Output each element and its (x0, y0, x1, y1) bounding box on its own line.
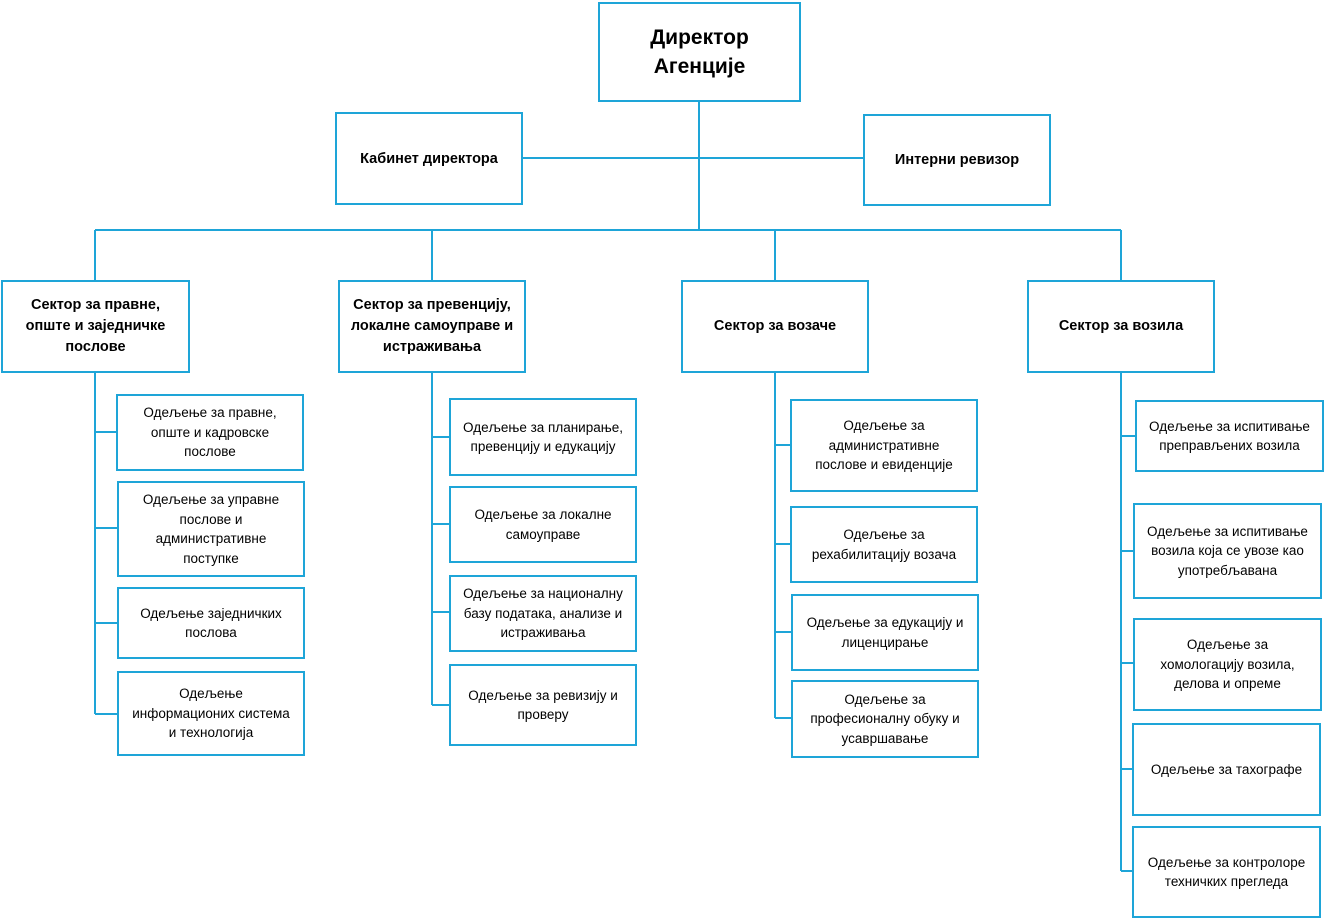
department-box: Одељење за испитивање преправљених возил… (1135, 400, 1324, 472)
department-label: Одељење за рехабилитацију возача (811, 527, 957, 562)
department-box: Одељење за управне послове и администрат… (117, 481, 305, 577)
department-box: Одељење за тахографе (1132, 723, 1321, 816)
sector-legal-box: Сектор за правне, опште и заједничке пос… (1, 280, 190, 373)
department-label: Одељење за хомологацију возила, делова и… (1160, 637, 1295, 692)
cabinet-box: Кабинет директора (335, 112, 523, 205)
department-box: Одељење заједничких послова (117, 587, 305, 659)
sector-label: Сектор за возила (1058, 318, 1184, 334)
sector-prevention-box: Сектор за превенцију, локалне самоуправе… (338, 280, 526, 373)
department-label: Одељење за испитивање возила која се уво… (1147, 523, 1308, 578)
sector-label: Сектор за превенцију, локалне самоуправе… (350, 297, 514, 355)
department-label: Одељење за тахографе (1150, 761, 1303, 777)
director-box: Директор Агенције (598, 2, 801, 102)
department-label: Одељење за правне, опште и кадровске пос… (143, 405, 277, 460)
sector-label: Сектор за возаче (713, 318, 837, 334)
department-box: Одељење за рехабилитацију возача (790, 506, 978, 583)
department-label: Одељење за едукацију и лиценцирање (806, 615, 964, 650)
department-box: Одељење за ревизију и проверу (449, 664, 637, 746)
department-box: Одељење за административне послове и еви… (790, 399, 978, 492)
department-label: Одељење информационих система и технолог… (132, 686, 290, 741)
department-label: Одељење за административне послове и еви… (815, 418, 953, 473)
department-label: Одељење за контролоре техничких прегледа (1147, 854, 1306, 890)
director-label: Директор Агенције (650, 26, 749, 78)
sector-drivers-box: Сектор за возаче (681, 280, 869, 373)
department-box: Одељење за локалне самоуправе (449, 486, 637, 563)
internal-auditor-label: Интерни ревизор (894, 152, 1020, 168)
cabinet-label: Кабинет директора (360, 150, 498, 167)
internal-auditor-box: Интерни ревизор (863, 114, 1051, 206)
department-label: Одељење за управне послове и администрат… (142, 492, 280, 566)
sector-vehicles-box: Сектор за возила (1027, 280, 1215, 373)
department-box: Одељење за контролоре техничких прегледа (1132, 826, 1321, 918)
department-label: Одељење за професионалну обуку и усаврша… (810, 691, 960, 746)
department-label: Одељење за локалне самоуправе (474, 507, 612, 542)
department-box: Одељење за едукацију и лиценцирање (791, 594, 979, 671)
sector-label: Сектор за правне, опште и заједничке пос… (25, 297, 166, 355)
department-box: Одељење за националну базу података, ана… (449, 575, 637, 652)
department-box: Одељење за правне, опште и кадровске пос… (116, 394, 304, 471)
department-box: Одељење информационих система и технолог… (117, 671, 305, 756)
department-box: Одељење за испитивање возила која се уво… (1133, 503, 1322, 599)
department-label: Одељење за ревизију и проверу (468, 687, 618, 723)
department-label: Одељење за планирање, превенцију и едука… (463, 419, 623, 455)
department-label: Одељење заједничких послова (140, 605, 282, 641)
department-label: Одељење за испитивање преправљених возил… (1149, 418, 1310, 454)
department-box: Одељење за хомологацију возила, делова и… (1133, 618, 1322, 711)
department-box: Одељење за професионалну обуку и усаврша… (791, 680, 979, 758)
department-box: Одељење за планирање, превенцију и едука… (449, 398, 637, 476)
department-label: Одељење за националну базу података, ана… (463, 586, 623, 641)
